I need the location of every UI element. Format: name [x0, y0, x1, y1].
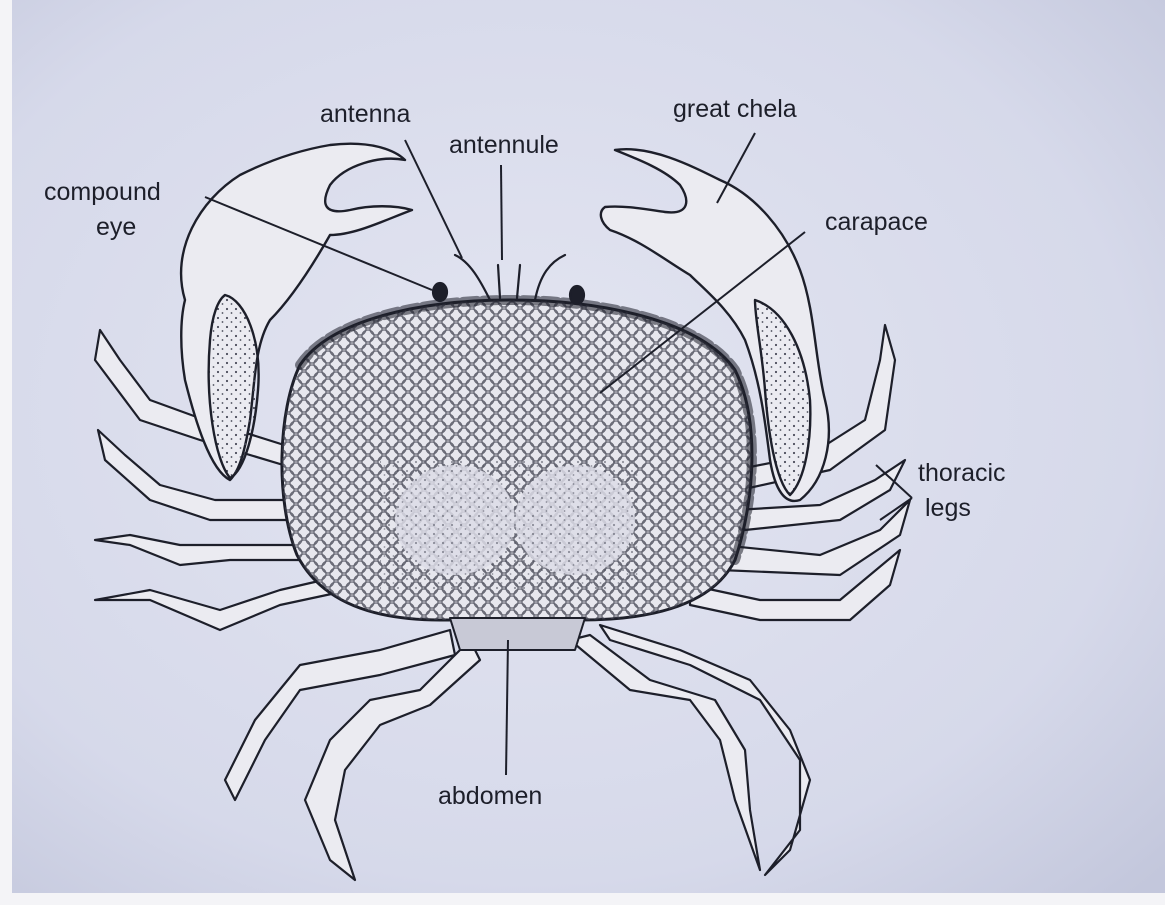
lower-legs — [225, 625, 810, 880]
label-compound-eye-line1: compound — [44, 178, 161, 207]
label-antenna: antenna — [320, 100, 410, 129]
label-abdomen: abdomen — [438, 782, 542, 811]
label-thoracic-legs-line2: legs — [925, 494, 971, 523]
label-antennule: antennule — [449, 131, 559, 160]
carapace-shell — [270, 290, 770, 630]
label-great-chela: great chela — [673, 95, 797, 124]
label-carapace: carapace — [825, 208, 928, 237]
label-compound-eye-line2: eye — [96, 213, 136, 242]
label-thoracic-legs-line1: thoracic — [918, 459, 1006, 488]
abdomen-part — [450, 618, 585, 650]
